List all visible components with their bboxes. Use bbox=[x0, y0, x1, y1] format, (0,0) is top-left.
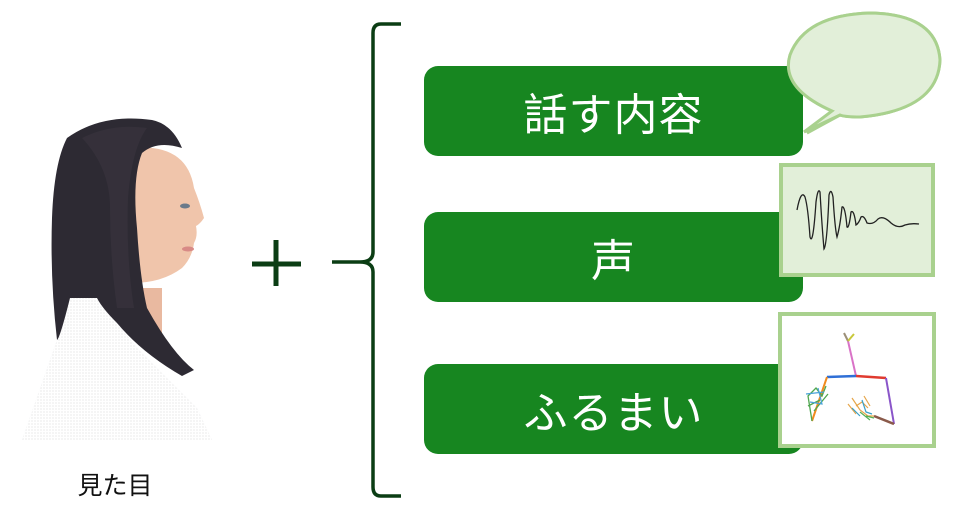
curly-brace bbox=[332, 22, 401, 498]
voice-label: 声 bbox=[591, 236, 636, 287]
appearance-caption: 見た目 bbox=[77, 471, 153, 500]
waveform-panel bbox=[779, 163, 935, 277]
content-pill: 話す内容 bbox=[424, 66, 803, 156]
behavior-pill: ふるまい bbox=[424, 364, 803, 454]
content-label: 話す内容 bbox=[523, 90, 704, 141]
behavior-label: ふるまい bbox=[523, 388, 704, 439]
voice-pill: 声 bbox=[424, 212, 803, 302]
speech-bubble-icon bbox=[786, 11, 942, 135]
waveform-icon bbox=[796, 190, 920, 251]
plus-icon bbox=[252, 240, 301, 286]
person-profile-image bbox=[22, 118, 212, 440]
motion-panel bbox=[778, 312, 936, 448]
person-portrait bbox=[22, 108, 212, 448]
motion-skeleton-icon bbox=[805, 332, 895, 426]
